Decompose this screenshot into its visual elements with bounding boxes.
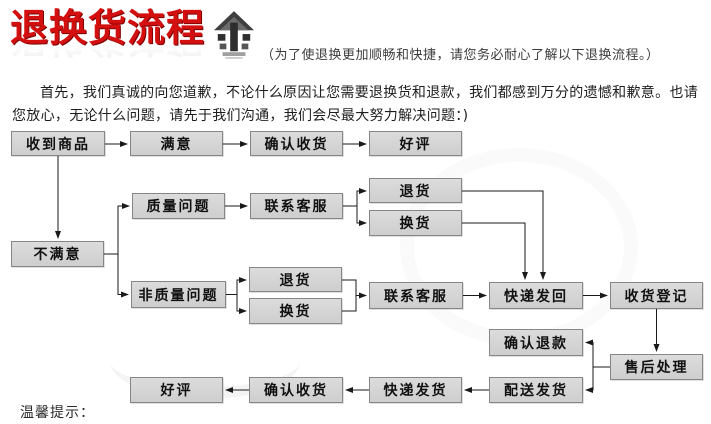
header-note: （为了使退换更加顺畅和快捷，请您务必耐心了解以下退换流程。）	[261, 48, 660, 63]
edge-exchangeq-expressreturn	[462, 222, 528, 280]
flow-node-quality-issue: 质量问题	[132, 193, 225, 219]
flow-node-unsatisfied: 不满意	[11, 241, 104, 267]
edge-service1-exchangeq	[356, 206, 367, 226]
edge-aftersales-dispatch	[585, 367, 594, 393]
flow-node-satisfied: 满意	[130, 131, 223, 156]
flow-node-confirm-receipt-2: 确认收货	[249, 377, 343, 403]
edge-returnq-expressreturn	[462, 190, 546, 280]
flow-node-exchange-q: 换货	[369, 210, 462, 236]
edge-nonquality-exchangenq	[236, 294, 247, 314]
flow-node-express-return: 快递发回	[489, 282, 583, 309]
tips-label: 温馨提示：	[20, 405, 95, 421]
flow-node-exchange-nq: 换货	[249, 298, 342, 324]
edge-nonquality-returnnq	[236, 277, 247, 295]
flow-node-confirm-receipt-1: 确认收货	[250, 131, 343, 156]
page-title: 退换货流程	[10, 6, 206, 50]
flow-node-return-nq: 退货	[249, 267, 342, 292]
flow-node-after-sales: 售后处理	[610, 354, 703, 380]
edge-aftersales-refund	[585, 339, 594, 367]
intro-paragraph: 首先，我们真诚的向您道歉，不论什么原因让您需要退换货和退款，我们都感到万分的遗憾…	[12, 85, 698, 124]
flow-node-contact-service-2: 联系客服	[369, 282, 463, 309]
flow-node-confirm-refund: 确认退款	[489, 329, 583, 356]
flowchart: 收到商品满意确认收货好评质量问题联系客服退货换货不满意非质量问题退货换货联系客服…	[0, 128, 711, 424]
flow-connectors	[55, 141, 660, 393]
flow-node-dispatch: 配送发货	[489, 377, 583, 403]
title-reflection: 退换货流程	[10, 45, 205, 60]
flow-node-non-quality-issue: 非质量问题	[131, 281, 226, 308]
flow-node-express-ship: 快递发货	[369, 377, 462, 403]
edge-merge-bracket	[342, 279, 357, 312]
title-wrap: 退换货流程 退换货流程	[10, 6, 205, 60]
flow-node-good-review-1: 好评	[369, 131, 462, 156]
flow-node-return-q: 退货	[369, 178, 462, 203]
flow-node-receipt-register: 收货登记	[610, 282, 703, 309]
edge-service1-returnq	[356, 188, 367, 206]
flow-node-good-review-2: 好评	[130, 377, 223, 403]
header: 退换货流程 退换货流程 （为了使退换更加顺畅和快捷，请您务必耐心了解以下退换流程…	[10, 6, 705, 76]
flow-node-contact-service-1: 联系客服	[250, 193, 343, 219]
flow-node-received: 收到商品	[11, 131, 105, 156]
edge-unsatisfied-quality	[117, 203, 130, 254]
edge-unsatisfied-nonquality	[117, 254, 129, 298]
house-icon	[213, 11, 255, 59]
